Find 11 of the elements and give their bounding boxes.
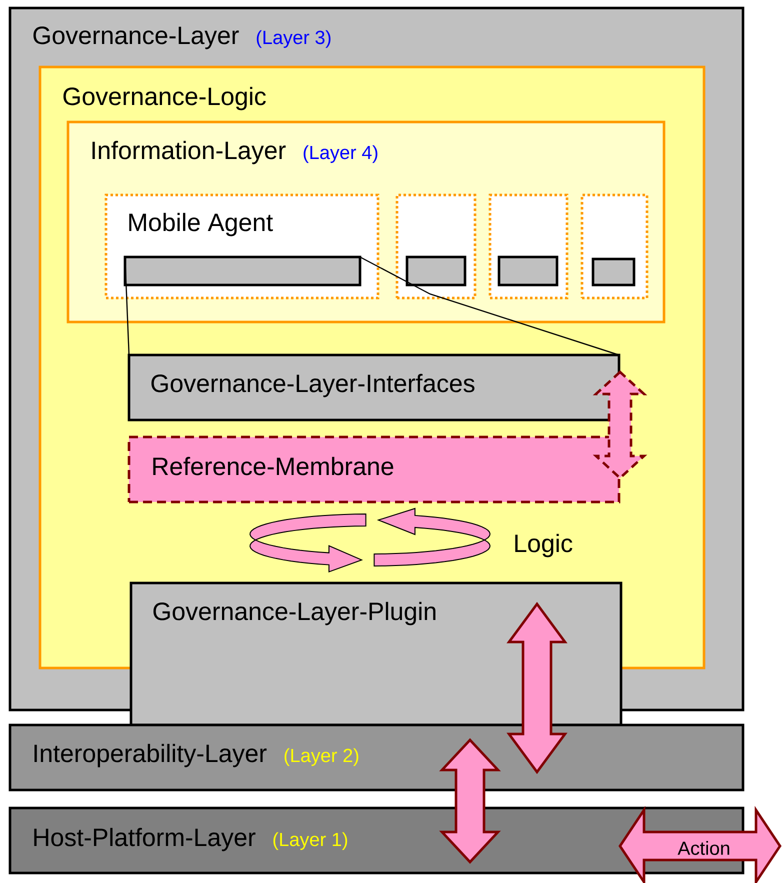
plugin-box: Governance-Layer-Plugin: [130, 582, 622, 726]
logic-label: Logic: [515, 534, 572, 558]
connector-line: [124, 256, 130, 356]
layer-box: Interoperability-Layer (Layer 2): [8, 724, 744, 792]
connector-line: [360, 256, 620, 356]
agent-bar: [406, 256, 466, 286]
agent-bar: [592, 258, 636, 286]
agent-bar: [498, 256, 558, 286]
membrane-bar: Reference-Membrane: [128, 436, 620, 504]
agent-bar: [124, 256, 362, 286]
interface-bar: Governance-Layer-Interfaces: [128, 354, 620, 422]
